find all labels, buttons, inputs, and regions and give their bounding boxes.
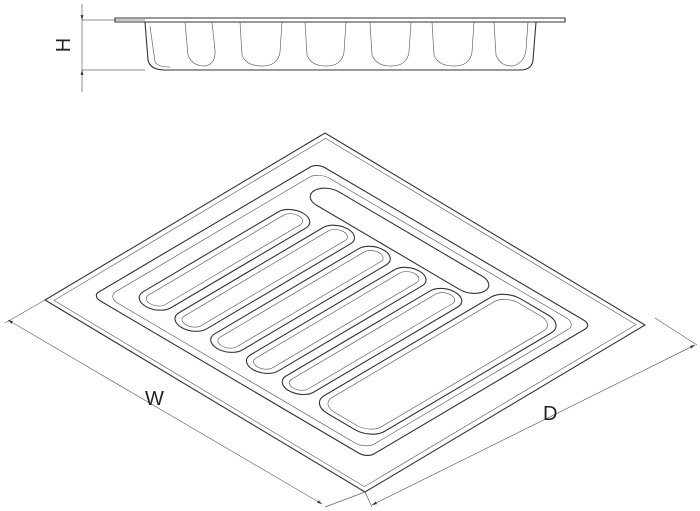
side-view: H (53, 4, 565, 92)
height-label: H (53, 38, 75, 52)
width-label: W (145, 388, 164, 410)
isometric-view: W D (5, 133, 697, 507)
depth-label: D (543, 403, 557, 425)
tray-compartments (92, 163, 592, 458)
